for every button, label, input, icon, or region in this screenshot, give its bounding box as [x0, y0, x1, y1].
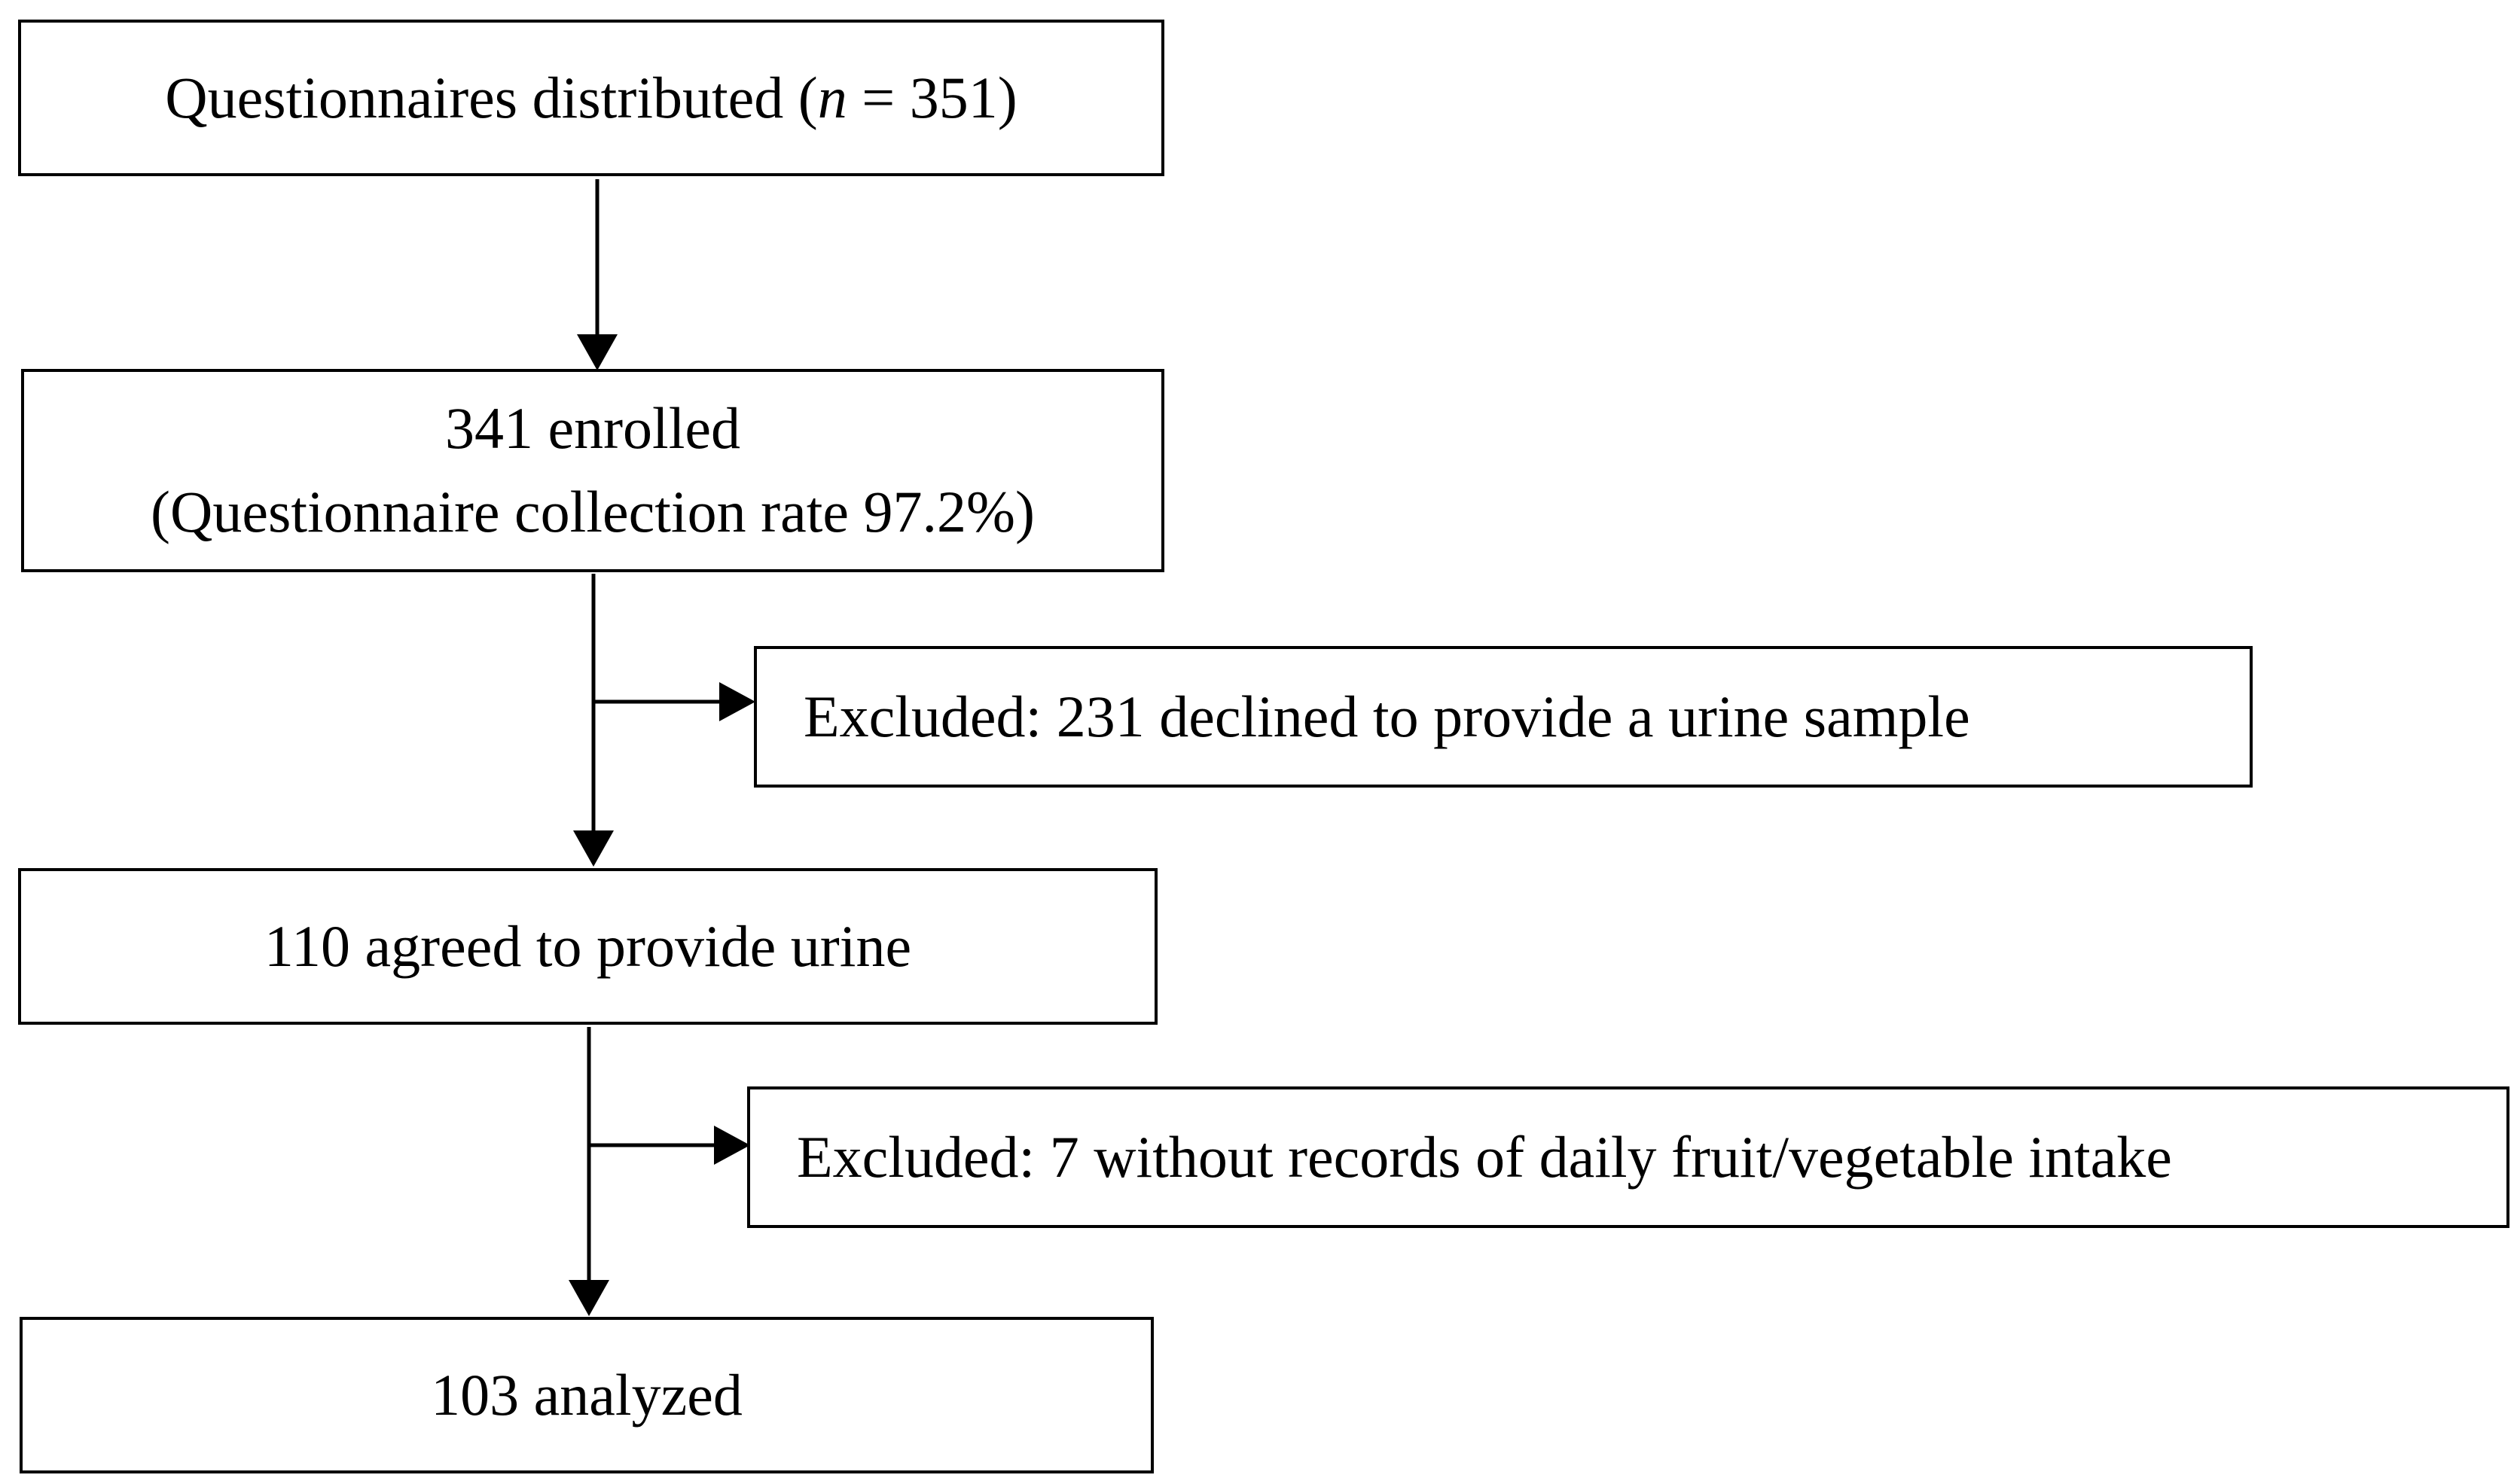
excluded-records-text: Excluded: 7 without records of daily fru…: [797, 1123, 2172, 1190]
distributed-n-symbol: n: [817, 64, 847, 130]
box-enrolled-text: 341 enrolled (Questionnaire collection r…: [151, 387, 1035, 554]
agreed-urine-text: 110 agreed to provide urine: [264, 913, 912, 979]
distributed-suffix: = 351): [847, 64, 1017, 130]
collection-rate: (Questionnaire collection rate 97.2%): [151, 479, 1035, 544]
box-excluded-urine: Excluded: 231 declined to provide a urin…: [754, 646, 2253, 788]
arrowhead-agreed-to-analyzed: [569, 1280, 609, 1316]
excluded-urine-text: Excluded: 231 declined to provide a urin…: [804, 683, 1970, 749]
box-analyzed: 103 analyzed: [20, 1317, 1154, 1473]
distributed-prefix: Questionnaires distributed (: [165, 64, 818, 130]
arrowhead-to-excluded-urine: [719, 682, 755, 721]
box-enrolled: 341 enrolled (Questionnaire collection r…: [21, 369, 1164, 572]
box-excluded-records: Excluded: 7 without records of daily fru…: [747, 1086, 2509, 1228]
box-questionnaires-distributed: Questionnaires distributed (n = 351): [18, 20, 1164, 176]
arrowhead-to-excluded-records: [714, 1126, 750, 1165]
arrowhead-enrolled-to-agreed: [573, 830, 614, 867]
enrolled-count: 341 enrolled: [444, 395, 741, 462]
box-questionnaires-distributed-text: Questionnaires distributed (n = 351): [165, 56, 1017, 140]
arrowhead-distributed-to-enrolled: [577, 334, 618, 370]
analyzed-text: 103 analyzed: [431, 1361, 743, 1428]
box-agreed-urine: 110 agreed to provide urine: [18, 868, 1158, 1025]
